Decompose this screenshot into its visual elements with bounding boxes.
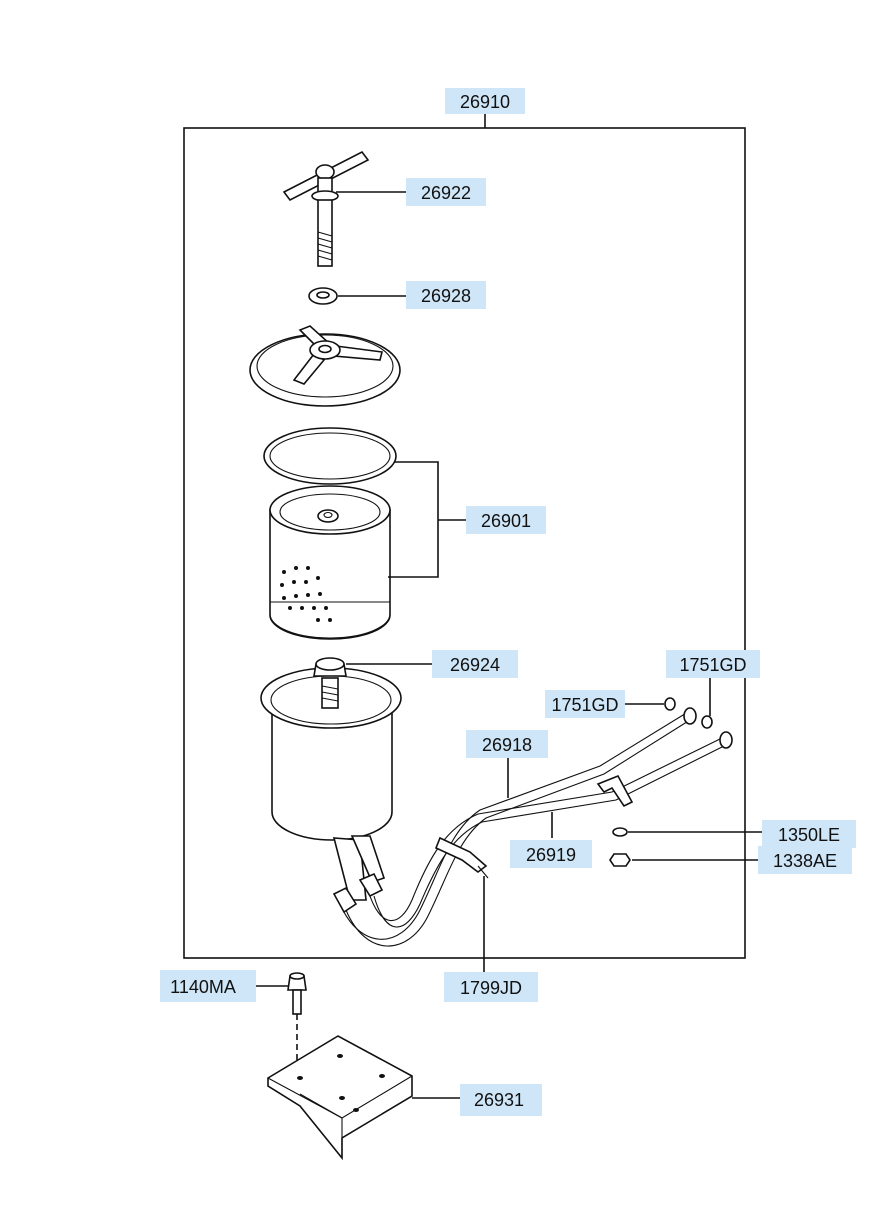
label-26918[interactable]: 26918: [466, 730, 548, 758]
label-1338AE[interactable]: 1338AE: [758, 846, 852, 874]
svg-text:1751GD: 1751GD: [551, 695, 618, 715]
label-1751GD-b[interactable]: 1751GD: [666, 650, 760, 678]
gasket-b-part: [701, 715, 713, 729]
t-handle-bolt-part: [282, 150, 370, 267]
svg-text:1338AE: 1338AE: [773, 851, 837, 871]
svg-text:1751GD: 1751GD: [679, 655, 746, 675]
svg-text:26922: 26922: [421, 183, 471, 203]
label-1140MA[interactable]: 1140MA: [160, 970, 256, 1002]
svg-text:26918: 26918: [482, 735, 532, 755]
svg-text:26901: 26901: [481, 511, 531, 531]
label-26931[interactable]: 26931: [460, 1084, 542, 1116]
washer-part: [308, 287, 338, 305]
fuel-pipes-part: [332, 707, 733, 947]
label-26901[interactable]: 26901: [466, 506, 546, 534]
svg-text:26928: 26928: [421, 286, 471, 306]
center-bolt-part: [313, 657, 347, 709]
mounting-bolt-part: [287, 972, 307, 1072]
label-1751GD-a[interactable]: 1751GD: [545, 690, 625, 718]
svg-text:26931: 26931: [474, 1090, 524, 1110]
washer-small-part: [612, 827, 628, 837]
label-26910[interactable]: 26910: [445, 88, 525, 114]
label-1350LE[interactable]: 1350LE: [762, 820, 856, 848]
label-26922[interactable]: 26922: [406, 178, 486, 206]
label-26924[interactable]: 26924: [432, 650, 518, 678]
mounting-bracket-part: [267, 1035, 413, 1161]
filter-lid-part: [249, 325, 401, 407]
svg-text:26910: 26910: [460, 92, 510, 112]
svg-text:1140MA: 1140MA: [170, 977, 236, 997]
svg-text:26924: 26924: [450, 655, 500, 675]
filter-element-part: [263, 427, 397, 640]
svg-text:1350LE: 1350LE: [778, 825, 840, 845]
label-26919[interactable]: 26919: [510, 840, 592, 868]
svg-text:1799JD: 1799JD: [460, 978, 522, 998]
label-1799JD[interactable]: 1799JD: [444, 972, 538, 1002]
gasket-a-part: [664, 697, 676, 711]
nut-part: [609, 853, 631, 867]
svg-text:26919: 26919: [526, 845, 576, 865]
label-26928[interactable]: 26928: [406, 281, 486, 309]
assembly-frame: [183, 127, 746, 959]
